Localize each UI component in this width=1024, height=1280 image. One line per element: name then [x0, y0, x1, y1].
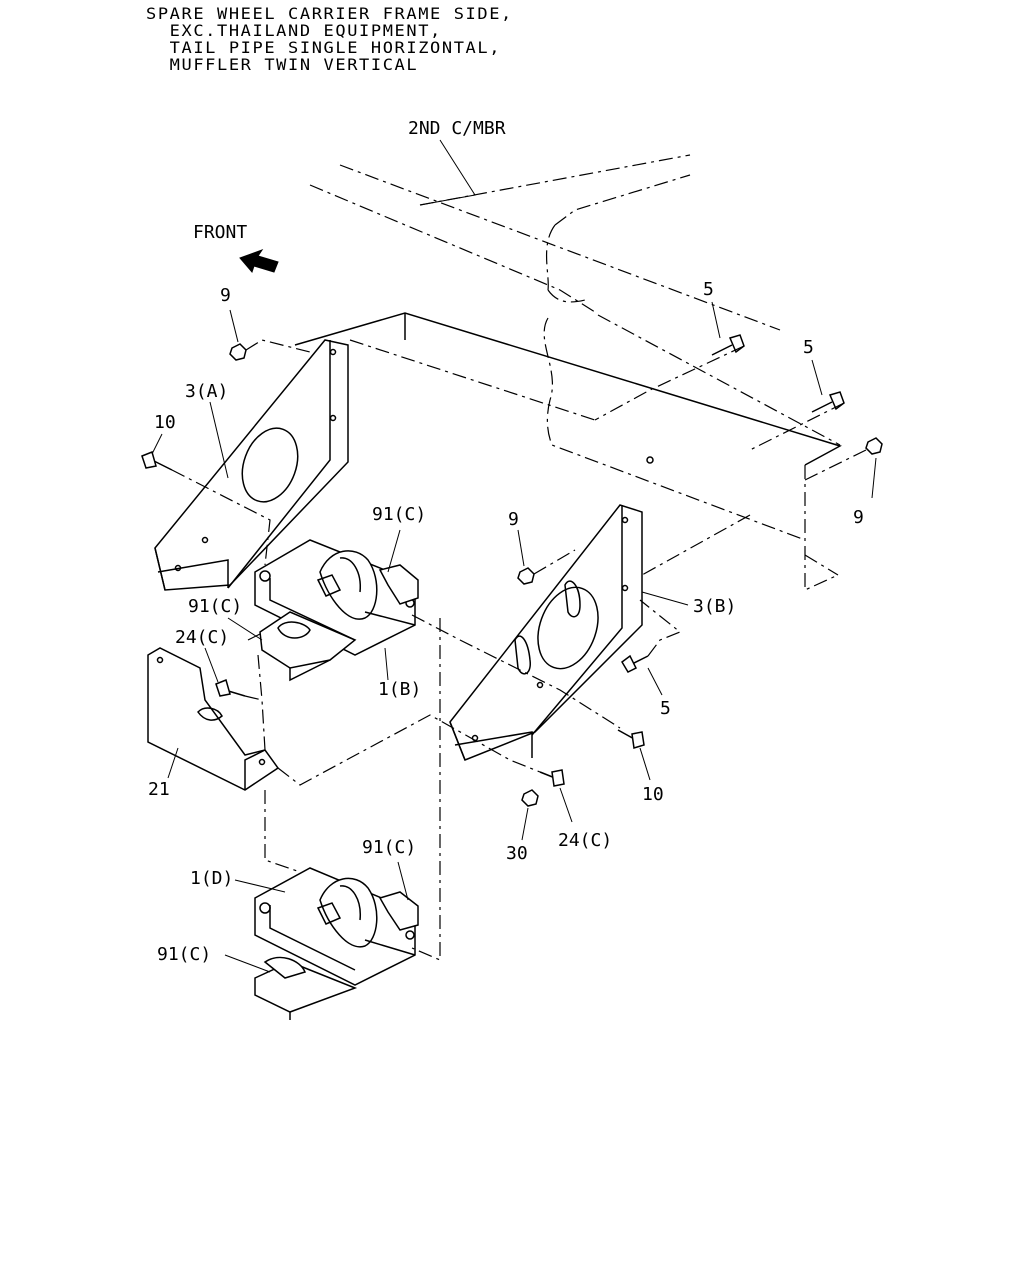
nut-9-b-icon — [517, 567, 535, 585]
hanger-1b-part — [254, 539, 419, 682]
label-nut-9-a: 9 — [220, 285, 231, 306]
title-line-4: MUFFLER TWIN VERTICAL — [146, 55, 419, 75]
label-cushion-91c-b: 91(C) — [188, 596, 242, 617]
nut-9-a-icon — [229, 343, 247, 361]
label-bolt-24c-b: 24(C) — [558, 830, 612, 851]
label-cushion-91c-a: 91(C) — [372, 504, 426, 525]
plate-21-part — [147, 647, 280, 791]
title-line-2: EXC.THAILAND EQUIPMENT, — [146, 21, 442, 41]
label-nut-9-c: 9 — [853, 507, 864, 528]
front-arrow-icon — [239, 249, 279, 273]
nut-30-icon — [521, 789, 539, 807]
bolt-5-b-icon — [811, 391, 845, 413]
label-plate-21: 21 — [148, 779, 170, 800]
label-cushion-91c-c: 91(C) — [362, 837, 416, 858]
bolt-10-a-icon — [141, 450, 173, 471]
callout-labels: 2ND C/MBR FRONT 9 3(A) 10 5 5 9 9 91(C) … — [148, 118, 864, 965]
title-line-3: TAIL PIPE SINGLE HORIZONTAL, — [146, 38, 502, 58]
label-bolt-10-a: 10 — [154, 412, 176, 433]
label-nut-30: 30 — [506, 843, 528, 864]
label-cushion-91c-d: 91(C) — [157, 944, 211, 965]
label-bolt-10-b: 10 — [642, 784, 664, 805]
hanger-1d-part — [254, 867, 419, 1020]
label-hanger-1b: 1(B) — [378, 679, 421, 700]
assembly-center-lines — [171, 339, 867, 961]
label-bolt-5-a: 5 — [703, 279, 714, 300]
label-hanger-1d: 1(D) — [190, 868, 233, 889]
bolt-24c-a-icon — [215, 678, 246, 697]
bolt-5-a-icon — [711, 334, 745, 356]
nut-9-c-icon — [865, 437, 883, 455]
frame-side-member — [294, 312, 842, 591]
title-line-1: SPARE WHEEL CARRIER FRAME SIDE, — [146, 4, 513, 24]
leader-lines — [151, 139, 877, 973]
bolt-24c-b-icon — [539, 769, 565, 787]
cross-member-2nd — [309, 154, 841, 541]
label-bolt-5-c: 5 — [660, 698, 671, 719]
label-nut-9-b: 9 — [508, 509, 519, 530]
label-bolt-5-b: 5 — [803, 337, 814, 358]
label-bracket-3a: 3(A) — [185, 381, 228, 402]
label-bolt-24c-a: 24(C) — [175, 627, 229, 648]
bolt-5-c-icon — [621, 654, 649, 673]
label-bracket-3b: 3(B) — [693, 596, 736, 617]
bracket-3b-part — [449, 504, 643, 761]
label-frame-member: 2ND C/MBR — [408, 118, 506, 139]
label-front: FRONT — [193, 222, 247, 243]
bolt-10-b-icon — [617, 729, 645, 749]
bracket-3a-part — [154, 339, 349, 591]
